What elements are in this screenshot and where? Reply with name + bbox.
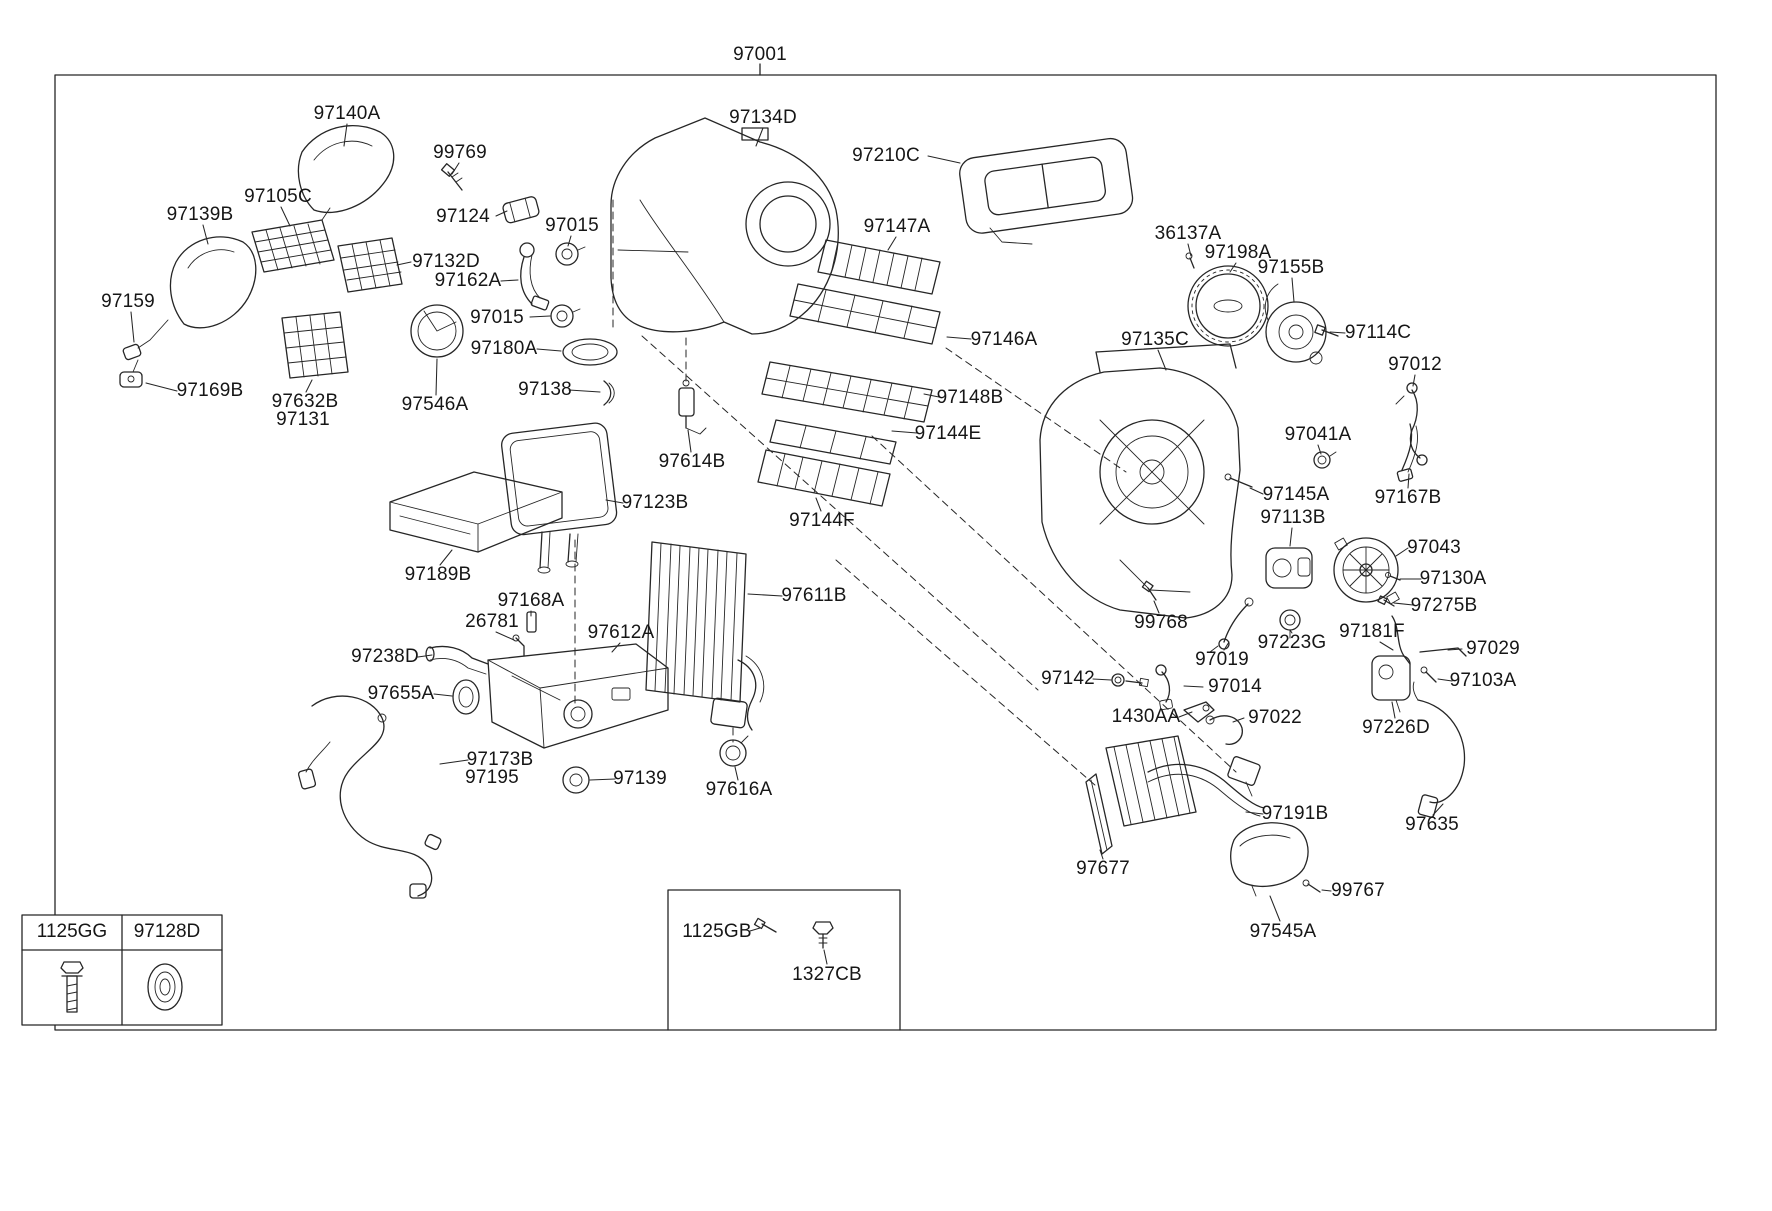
bolt-icon (60, 961, 84, 1013)
grommet-icon (147, 963, 183, 1011)
part-art-97545A-cover (1230, 822, 1309, 897)
part-art-97546A-knob (410, 304, 464, 358)
part-art-97041A-bushing (1313, 451, 1337, 469)
part-art-97134D-main-case (610, 117, 839, 335)
part-art-97105C-filter (251, 219, 335, 273)
part-art-97169B-clip (119, 359, 143, 388)
part-art-97043-actuator (1333, 537, 1400, 605)
part-art-99768-screw (1141, 580, 1157, 601)
part-art-99769-screw (440, 163, 463, 191)
part-art-97616A-clamp (719, 735, 749, 767)
part-art-97029-rod (1419, 647, 1467, 657)
part-art-97226D-actuator (1371, 655, 1411, 713)
part-art-97635-harness (1412, 681, 1466, 818)
part-art-1430AA-bracket (1183, 701, 1215, 723)
part-art-97181F-link (1391, 615, 1411, 665)
part-art-97144F-grille (757, 449, 891, 507)
part-art-97614B-actuator (678, 379, 707, 435)
part-art-97155B-blower-motor (1264, 283, 1327, 365)
part-art-97139-grommet (562, 766, 590, 794)
part-art-97014-link (1155, 664, 1173, 711)
part-art-97113B-actuator-motor (1265, 547, 1313, 589)
part-art-97012-lever (1395, 382, 1428, 466)
part-art-97147A-grille (817, 239, 941, 295)
part-art-97655A-grommet (452, 679, 480, 715)
part-art-97103A-screw (1420, 666, 1437, 683)
part-art-97145A-pin (1224, 473, 1253, 488)
part-art-97142-screw (1111, 673, 1149, 688)
part-art-97130A-screw (1385, 572, 1401, 581)
part-art-97677-strip (1085, 773, 1113, 855)
part-art-97159-clip (122, 343, 142, 361)
bolt-icon (812, 921, 834, 949)
part-art-97162A-arm (519, 242, 550, 311)
part-art-97191B-heater-pipes (1105, 735, 1265, 827)
part-art-26781-elbow (512, 634, 525, 657)
part-art-97123B-heater-core (501, 422, 618, 574)
part-art-97148B-grille (761, 361, 933, 423)
part-art-99767-screw (1302, 879, 1321, 893)
part-art-97210C-inlet-cover (959, 137, 1134, 245)
screw-icon (753, 917, 777, 933)
part-art-97138-clip (603, 380, 615, 406)
part-art-97124-bracket (502, 196, 540, 224)
part-art-97189B-tray (389, 471, 563, 553)
part-art-97139B-duct (137, 236, 257, 349)
part-art-97275B-screw (1377, 595, 1395, 607)
part-art-97632B-filter (281, 311, 349, 379)
part-art-97180A-seal (562, 338, 618, 366)
part-art-97611B-evaporator (645, 541, 765, 731)
part-art-97132D-filter (337, 237, 403, 293)
part-art-97022-lever (1205, 715, 1243, 745)
part-art-97114C-screw (1314, 324, 1339, 337)
part-art-97167B-arm (1396, 423, 1419, 482)
assembly-dashed-lines (574, 199, 1237, 787)
part-art-97135C-blower-case (1039, 343, 1241, 619)
diagram-border (54, 63, 1717, 1031)
part-art-97019-lever (1209, 597, 1254, 653)
part-art-97015-bushings (550, 242, 586, 328)
part-art-97198A-blower-wheel (1187, 265, 1269, 347)
leader-lines (130, 123, 1463, 965)
part-art-97146A-grille (789, 283, 941, 345)
legend-table (21, 914, 223, 1026)
part-art-36137A-screw (1185, 252, 1195, 269)
part-art-97173B-harness (297, 695, 442, 899)
part-art-97144E-grille (769, 419, 897, 465)
part-art-97223G-bushing (1279, 609, 1301, 639)
part-art-97140A-duct (297, 124, 395, 221)
part-art-97612A-lower-case (487, 643, 669, 749)
part-art-97238D-hose (425, 645, 489, 675)
